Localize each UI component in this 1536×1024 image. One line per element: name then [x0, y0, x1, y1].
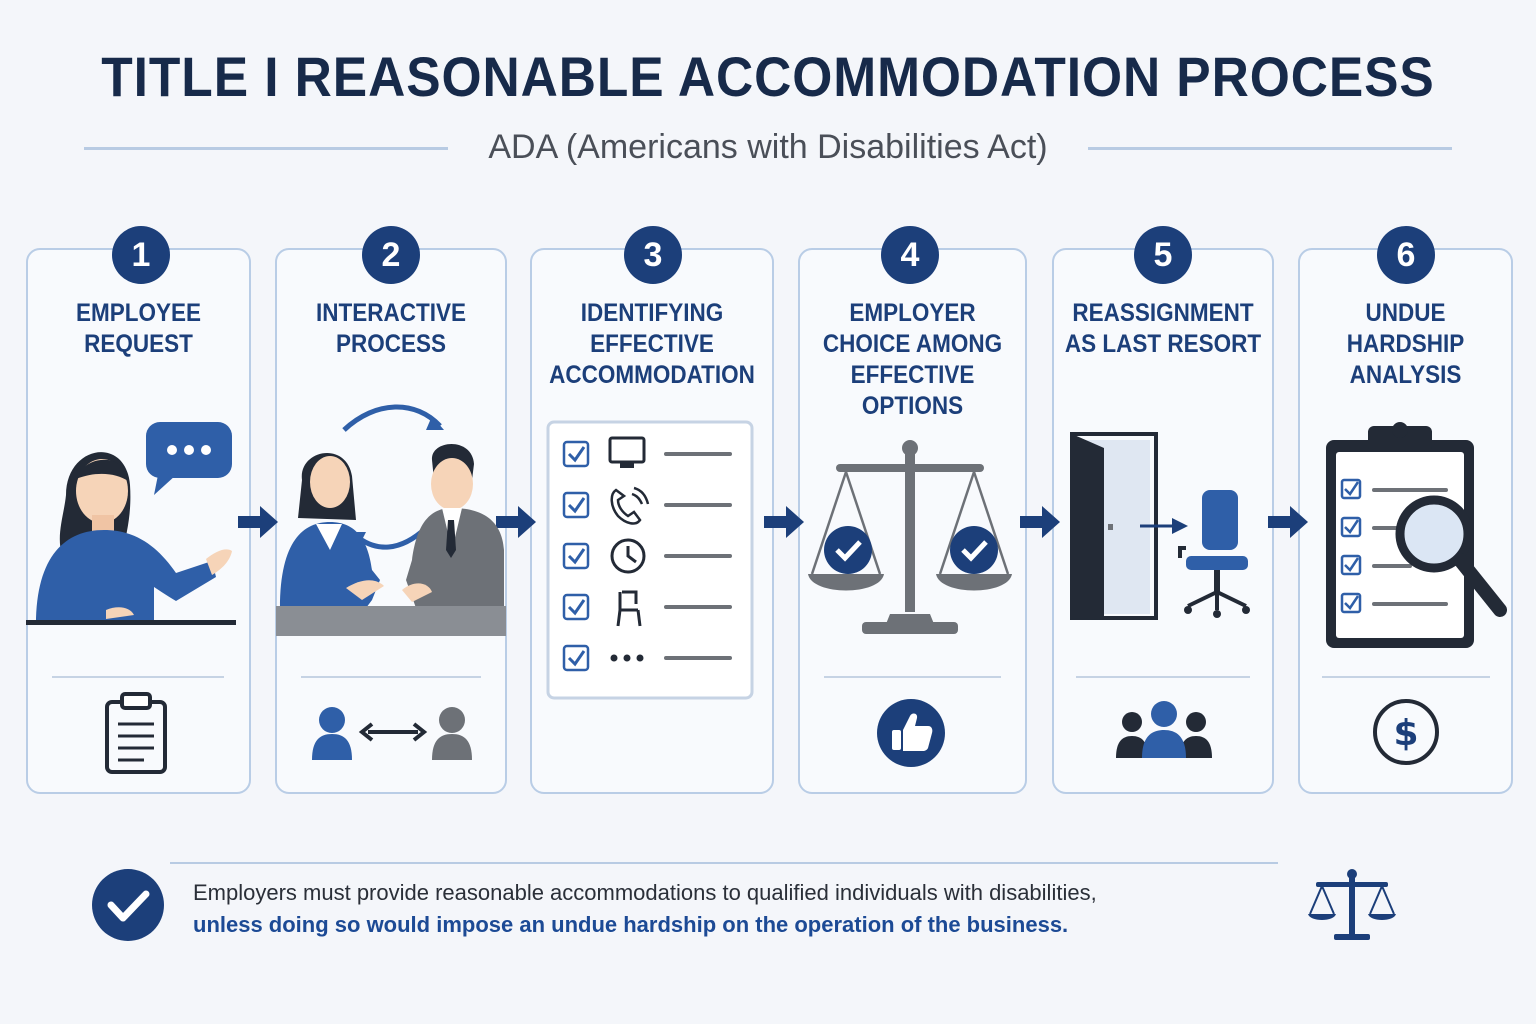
- step-label-6: UNDUE HARDSHIP ANALYSIS: [1346, 299, 1465, 389]
- page-title: TITLE I REASONABLE ACCOMMODATION PROCESS: [101, 45, 1435, 108]
- footer-exception: unless doing so would impose an undue ha…: [193, 912, 1069, 937]
- employee-speaking-illustration: [26, 422, 236, 625]
- step-label-3: IDENTIFYING EFFECTIVE ACCOMMODATION: [549, 299, 755, 389]
- clipboard-magnifier-icon: [1326, 422, 1507, 648]
- step-number-1: 1: [112, 226, 170, 284]
- step-number-2: 2: [362, 226, 420, 284]
- flow-arrow-4: [1020, 506, 1060, 538]
- balance-scale-icon: [808, 440, 1012, 634]
- divider-2: [301, 676, 481, 678]
- step-label-2: INTERACTIVE PROCESS: [315, 299, 467, 358]
- group-icon: [1116, 701, 1212, 758]
- check-icon: [950, 526, 998, 574]
- footer-divider: [170, 862, 1278, 864]
- divider-4: [824, 676, 1001, 678]
- divider-5: [1076, 676, 1250, 678]
- justice-scale-icon: [1308, 869, 1396, 940]
- accommodation-options-checklist: [546, 420, 754, 700]
- check-circle-icon: [92, 869, 164, 941]
- footer-statement: Employers must provide reasonable accomm…: [193, 880, 1097, 905]
- flow-arrow-3: [764, 506, 804, 538]
- option-row-1: [562, 436, 732, 468]
- two-way-people-icon: [312, 707, 472, 760]
- flow-arrow-5: [1268, 506, 1308, 538]
- step-number-3: 3: [624, 226, 682, 284]
- flow-arrow-2: [496, 506, 536, 538]
- option-row-3: [562, 538, 732, 574]
- subtitle-rule-right: [1088, 147, 1452, 150]
- reassignment-illustration: [1070, 432, 1250, 620]
- step-label-4: EMPLOYER CHOICE AMONG EFFECTIVE OPTIONS: [822, 299, 1003, 420]
- step-number-5: 5: [1134, 226, 1192, 284]
- divider-1: [52, 676, 224, 678]
- step-number-4: 4: [881, 226, 939, 284]
- step-label-5: REASSIGNMENT AS LAST RESORT: [1064, 299, 1262, 358]
- option-row-4: [562, 590, 732, 627]
- interactive-discussion-illustration: [276, 404, 506, 636]
- option-row-2: [562, 486, 732, 525]
- step-label-1: EMPLOYEE REQUEST: [75, 299, 202, 358]
- check-icon: [824, 526, 872, 574]
- office-chair-icon: [1178, 490, 1250, 618]
- divider-6: [1322, 676, 1490, 678]
- clipboard-icon: [105, 692, 167, 774]
- dollar-icon: $: [1373, 699, 1439, 765]
- subtitle-rule-left: [84, 147, 448, 150]
- page-subtitle: ADA (Americans with Disabilities Act): [488, 128, 1048, 166]
- subtitle-bar: ADA (Americans with Disabilities Act): [84, 124, 1452, 174]
- option-row-5: [562, 644, 732, 672]
- thumbs-up-icon: [877, 699, 945, 767]
- svg-text:$: $: [1393, 713, 1418, 754]
- flow-arrow-1: [238, 506, 278, 538]
- step-number-6: 6: [1377, 226, 1435, 284]
